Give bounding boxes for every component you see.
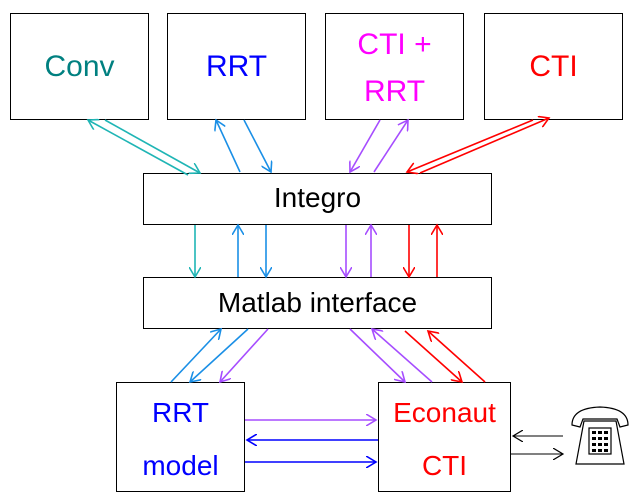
conv-label: Conv [44, 50, 115, 83]
arrow-integro-to-ctirrt [373, 120, 408, 173]
econaut-label-line2: CTI [421, 450, 468, 481]
arrow-integro-to-conv [88, 120, 189, 176]
arrow-matlab-to-econaut-red [404, 330, 462, 382]
conv-box: Conv [10, 13, 149, 120]
telephone-icon [571, 406, 629, 465]
arrow-conv-to-integro [104, 119, 200, 173]
integro-label: Integro [273, 182, 362, 213]
arrow-cti-to-integro [407, 119, 534, 172]
arrow-integro-to-rrt [216, 120, 241, 173]
arrow-rrt-to-integro [243, 119, 271, 172]
arrow-matlab-to-rrtmodel-purple [220, 328, 269, 382]
matlab-interface-label: Matlab interface [217, 287, 418, 318]
econaut-cti-box: Econaut CTI [378, 382, 511, 492]
cti-rrt-label-line1: CTI + [357, 28, 432, 61]
arrow-ctirrt-to-integro [350, 119, 381, 172]
rrt-model-label-line1: RRT [151, 397, 210, 428]
rrt-model-label-line2: model [142, 450, 219, 481]
cti-label: CTI [529, 50, 578, 83]
cti-rrt-label-line2: RRT [363, 75, 426, 108]
arrow-integro-to-cti [419, 118, 549, 174]
cti-box: CTI [484, 13, 623, 120]
econaut-label-line1: Econaut [393, 397, 496, 428]
matlab-interface-box: Matlab interface [143, 277, 492, 329]
rrt-box: RRT [167, 13, 306, 120]
rrt-model-box: RRT model [116, 382, 245, 492]
arrow-rrtmodel-to-matlab-1 [170, 329, 221, 383]
arrow-econaut-to-matlab-red [428, 331, 486, 383]
arrow-matlab-to-econaut-purple [349, 328, 405, 382]
rrt-label: RRT [205, 50, 268, 83]
cti-rrt-box: CTI + RRT [325, 13, 464, 120]
integro-box: Integro [143, 173, 492, 225]
arrow-matlab-to-rrtmodel [190, 328, 249, 382]
arrow-econaut-to-matlab-purple [372, 329, 433, 383]
